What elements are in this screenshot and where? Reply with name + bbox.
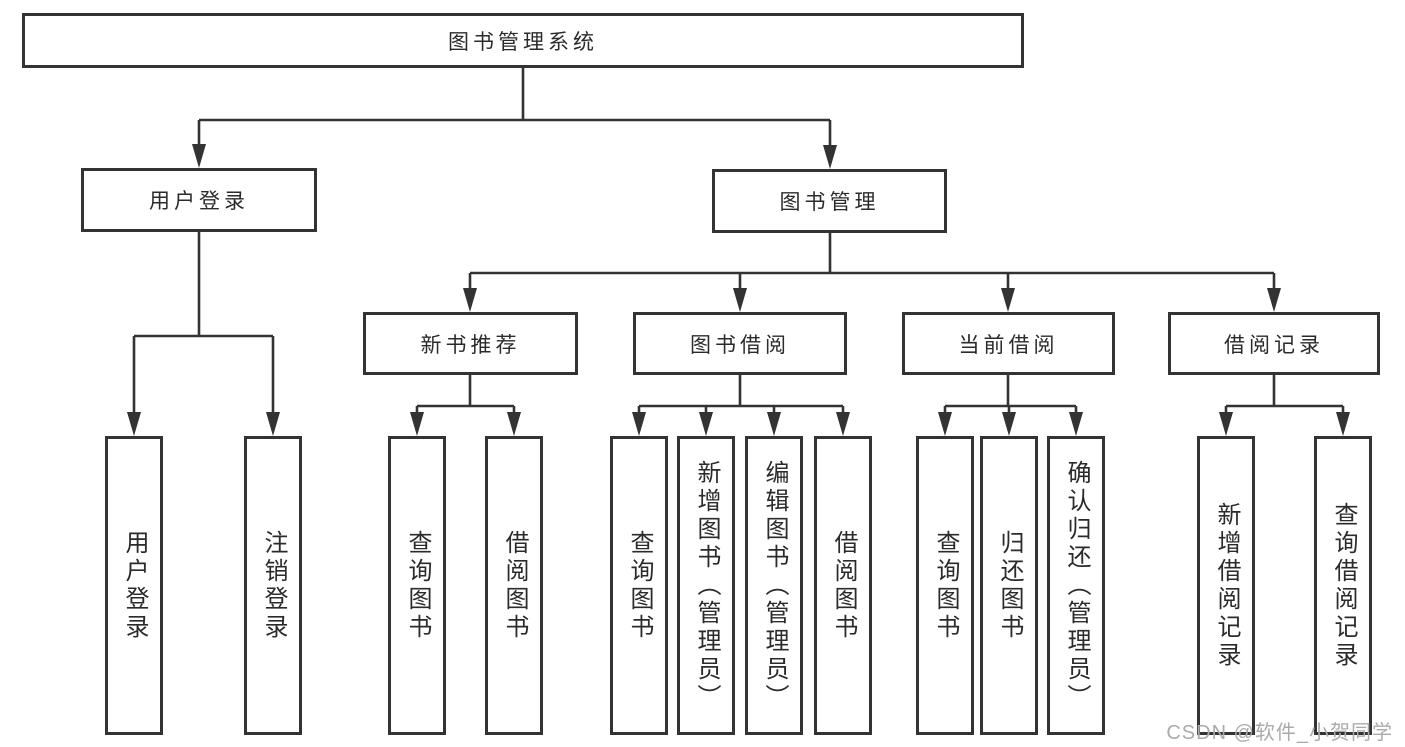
leaf-label: 借阅图书	[501, 529, 528, 642]
leaf-logout: 注销登录	[244, 436, 302, 735]
leaf-label: 归还图书	[996, 529, 1023, 642]
leaf-query-books-borrowing: 查询图书	[610, 436, 668, 735]
leaf-user-login: 用户登录	[105, 436, 163, 735]
node-current-borrowing: 当前借阅	[902, 312, 1115, 375]
leaf-label: 新增图书（管理员）	[693, 459, 720, 712]
leaf-label: 编辑图书（管理员）	[761, 459, 788, 712]
node-label: 图书管理系统	[448, 30, 598, 54]
leaf-label: 用户登录	[121, 529, 148, 642]
node-label: 用户登录	[149, 190, 249, 213]
leaf-label: 查询图书	[626, 529, 653, 642]
csdn-watermark: CSDN @软件_小贺同学	[1166, 722, 1393, 744]
node-label: 借阅记录	[1224, 333, 1324, 357]
node-label: 图书管理	[779, 191, 880, 214]
leaf-return-books: 归还图书	[980, 436, 1038, 735]
node-label: 当前借阅	[958, 333, 1059, 357]
arrowheads	[127, 144, 1350, 436]
leaf-borrow-books-borrowing: 借阅图书	[814, 436, 872, 735]
node-label: 图书借阅	[690, 333, 790, 357]
node-user-login: 用户登录	[81, 168, 317, 232]
leaf-label: 新增借阅记录	[1213, 501, 1240, 670]
node-book-management: 图书管理	[712, 169, 947, 233]
node-book-borrowing: 图书借阅	[633, 312, 847, 375]
node-library-management-system: 图书管理系统	[22, 13, 1024, 68]
leaf-label: 查询图书	[404, 529, 431, 642]
leaf-label: 借阅图书	[830, 529, 857, 642]
leaf-add-books-admin: 新增图书（管理员）	[677, 436, 735, 735]
leaf-label: 查询图书	[932, 529, 959, 642]
leaf-label: 注销登录	[260, 529, 287, 642]
leaf-label: 查询借阅记录	[1330, 501, 1357, 670]
leaf-add-borrow-record: 新增借阅记录	[1197, 436, 1255, 735]
leaf-query-books-current: 查询图书	[916, 436, 974, 735]
leaf-borrow-books-recommendation: 借阅图书	[485, 436, 543, 735]
node-borrowing-records: 借阅记录	[1168, 312, 1380, 375]
leaf-edit-books-admin: 编辑图书（管理员）	[745, 436, 803, 735]
node-new-book-recommendation: 新书推荐	[363, 312, 578, 375]
leaf-confirm-return-admin: 确认归还（管理员）	[1047, 436, 1105, 735]
leaf-query-books-recommendation: 查询图书	[388, 436, 446, 735]
node-label: 新书推荐	[420, 333, 521, 357]
leaf-query-borrow-record: 查询借阅记录	[1314, 436, 1372, 735]
leaf-label: 确认归还（管理员）	[1063, 459, 1090, 712]
